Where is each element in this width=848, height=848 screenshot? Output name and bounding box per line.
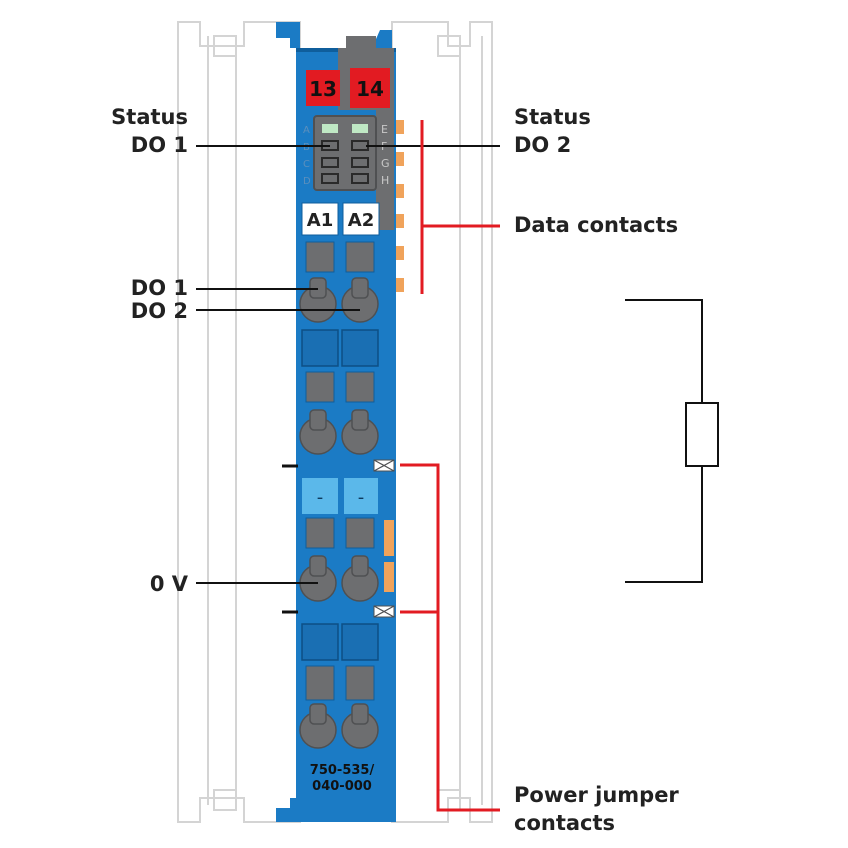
led-panel: A B C D E F G H: [303, 115, 390, 191]
svg-text:A2: A2: [348, 210, 374, 231]
svg-text:750-535/: 750-535/: [310, 763, 375, 778]
led-letter-a: A: [303, 125, 310, 136]
load-resistor-symbol: [625, 299, 719, 583]
jumper-contact-icon-top: [373, 459, 395, 472]
led-letter-h: H: [381, 174, 389, 187]
label-status-do1-line2: DO 1: [131, 133, 188, 157]
terminal-squares: [305, 241, 375, 701]
led-letter-c: C: [303, 159, 310, 170]
connector-tag-a2: A2: [342, 202, 380, 236]
label-zero-v: 0 V: [150, 572, 189, 596]
svg-text:A1: A1: [307, 210, 333, 231]
svg-text:040-000: 040-000: [312, 779, 372, 794]
data-contacts-bracket: [420, 120, 500, 294]
release-tabs: [301, 329, 379, 661]
status-led-do2: [352, 124, 368, 133]
label-power-jumper-line2: contacts: [514, 811, 615, 835]
power-jumper-bracket: [400, 463, 500, 812]
label-status-do2-line1: Status: [514, 105, 591, 129]
led-letter-e: E: [381, 123, 388, 136]
label-data-contacts: Data contacts: [514, 213, 678, 237]
label-power-jumper-line1: Power jumper: [514, 783, 679, 807]
svg-text:-: -: [317, 487, 324, 508]
svg-text:14: 14: [356, 77, 384, 101]
svg-text:13: 13: [309, 77, 337, 101]
connector-tag-a1: A1: [301, 202, 339, 236]
jumper-contact-icon-bottom: [373, 605, 395, 618]
callout-lines: [196, 145, 500, 584]
label-do1: DO 1: [131, 276, 188, 300]
led-letter-g: G: [381, 157, 390, 170]
model-number: 750-535/ 040-000: [310, 763, 375, 794]
led-letter-d: D: [303, 176, 311, 187]
svg-text:-: -: [358, 487, 365, 508]
power-contact-bar: [384, 520, 394, 592]
led-letter-b: B: [303, 142, 310, 153]
terminal-13: 13: [306, 70, 340, 106]
clamp-openings: [299, 277, 379, 749]
potential-marks: [282, 464, 298, 614]
minus-tag-left: -: [302, 478, 338, 514]
label-status-do1-line1: Status: [111, 105, 188, 129]
label-do2: DO 2: [131, 299, 188, 323]
data-contact-pins: [396, 120, 404, 292]
label-status-do2-line2: DO 2: [514, 133, 571, 157]
terminal-14: 14: [350, 68, 390, 108]
status-led-do1: [322, 124, 338, 133]
minus-tag-right: -: [344, 478, 378, 514]
